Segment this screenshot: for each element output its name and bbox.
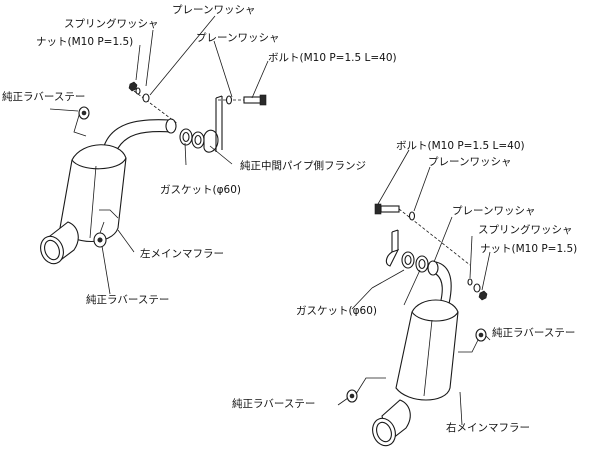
right-rubber-stay-top — [458, 328, 487, 353]
right-bolt-stack — [374, 203, 471, 266]
label-right-nut: ナット(M10 P=1.5) — [480, 243, 578, 255]
left-rubber-stay-top — [73, 106, 90, 137]
left-fastener-stack — [128, 81, 179, 125]
label-left-nut: ナット(M10 P=1.5) — [36, 36, 134, 48]
right-assembly — [337, 149, 491, 447]
label-left-spring-washer: スプリングワッシャ — [64, 18, 159, 30]
label-right-rubber-stay-top: 純正ラバーステー — [492, 327, 576, 339]
label-left-bolt: ボルト(M10 P=1.5 L=40) — [268, 52, 397, 64]
right-tail-pipe — [372, 399, 411, 447]
left-mid-pipe-flange — [203, 95, 223, 153]
left-rubber-stay-bottom — [93, 221, 107, 248]
label-right-rubber-stay-bottom: 純正ラバーステー — [232, 398, 316, 410]
label-left-main-muffler: 左メインマフラー — [140, 248, 224, 260]
label-right-plain-washer-1: プレーンワッシャ — [428, 156, 512, 168]
label-right-gasket: ガスケット(φ60) — [296, 305, 377, 317]
left-bolt-stack — [218, 94, 267, 106]
left-hanger-bracket — [99, 209, 119, 219]
label-left-gasket: ガスケット(φ60) — [160, 184, 241, 196]
left-leaders — [49, 15, 269, 295]
left-main-muffler — [59, 144, 127, 242]
label-right-bolt: ボルト(M10 P=1.5 L=40) — [396, 140, 525, 152]
label-right-spring-washer: スプリングワッシャ — [478, 224, 573, 236]
label-left-rubber-stay-top: 純正ラバーステー — [2, 91, 86, 103]
right-main-muffler — [395, 299, 459, 401]
label-left-rubber-stay-bottom: 純正ラバーステー — [86, 294, 170, 306]
right-leaders — [337, 149, 491, 426]
label-left-plain-washer-1: プレーンワッシャ — [172, 4, 256, 16]
left-assembly — [40, 15, 269, 295]
right-inlet-pipe — [427, 260, 452, 313]
right-gaskets — [401, 251, 429, 273]
label-right-plain-washer-2: プレーンワッシャ — [452, 205, 536, 217]
label-left-mid-pipe-flange: 純正中間パイプ側フランジ — [240, 160, 366, 172]
right-rubber-stay-bottom — [346, 377, 386, 403]
right-mid-pipe-flange — [385, 229, 400, 267]
left-gaskets — [179, 128, 205, 149]
right-fastener-stack — [467, 278, 488, 301]
label-left-plain-washer-2: プレーンワッシャ — [196, 32, 280, 44]
left-tail-pipe — [40, 221, 79, 265]
label-right-main-muffler: 右メインマフラー — [446, 422, 530, 434]
